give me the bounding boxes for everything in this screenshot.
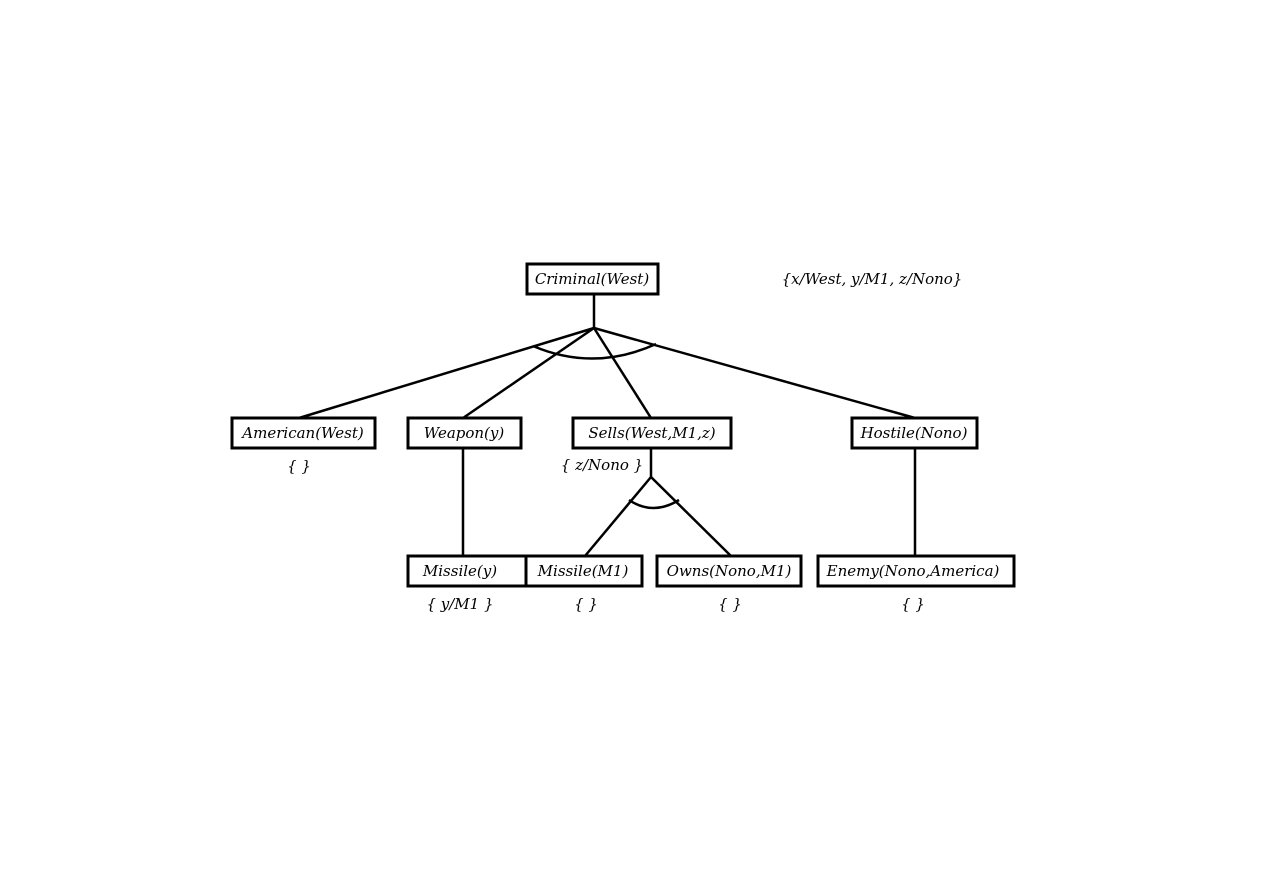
node-root-label: Criminal(West) (535, 270, 650, 288)
node-enemy: Enemy(Nono,America) (816, 554, 1016, 588)
node-weapon: Weapon(y) (406, 416, 523, 450)
conjunction-arc-sells (628, 498, 680, 510)
node-root: Criminal(West) (525, 262, 660, 296)
node-weapon-label: Weapon(y) (424, 424, 505, 442)
node-missile-y: Missile(y) (406, 554, 528, 588)
edge-root-hostile (593, 326, 916, 420)
node-owns-label: Owns(Nono,M1) (667, 562, 792, 580)
edge-root-american (298, 326, 595, 420)
sells-substitution: { z/Nono } (561, 456, 643, 474)
missile-m1-substitution: { } (574, 595, 598, 613)
node-owns: Owns(Nono,M1) (655, 554, 803, 588)
conjunction-arc-root (532, 342, 657, 360)
american-substitution: { } (287, 457, 311, 475)
root-substitution: {x/West, y/M1, z/Nono} (782, 270, 963, 288)
edge-sells-owns (650, 476, 732, 557)
edge-sells-missile (584, 476, 652, 557)
missile-y-substitution: { y/M1 } (426, 595, 493, 613)
node-missile-m1: Missile(M1) (524, 554, 644, 588)
node-missile-m1-label: Missile(M1) (537, 562, 629, 580)
owns-substitution: { } (718, 595, 742, 613)
node-hostile-label: Hostile(Nono) (860, 424, 968, 442)
enemy-substitution: { } (901, 595, 925, 613)
node-american-label: American(West) (240, 424, 364, 442)
node-missile-y-label: Missile(y) (422, 562, 497, 580)
node-enemy-label: Enemy(Nono,America) (826, 562, 1000, 580)
node-sells-label: Sells(West,M1,z) (588, 424, 715, 442)
node-hostile: Hostile(Nono) (850, 416, 979, 450)
edge-root-weapon (462, 326, 595, 420)
edge-root-sells (592, 327, 653, 419)
node-sells: Sells(West,M1,z) (571, 416, 733, 450)
node-american: American(West) (230, 416, 377, 450)
